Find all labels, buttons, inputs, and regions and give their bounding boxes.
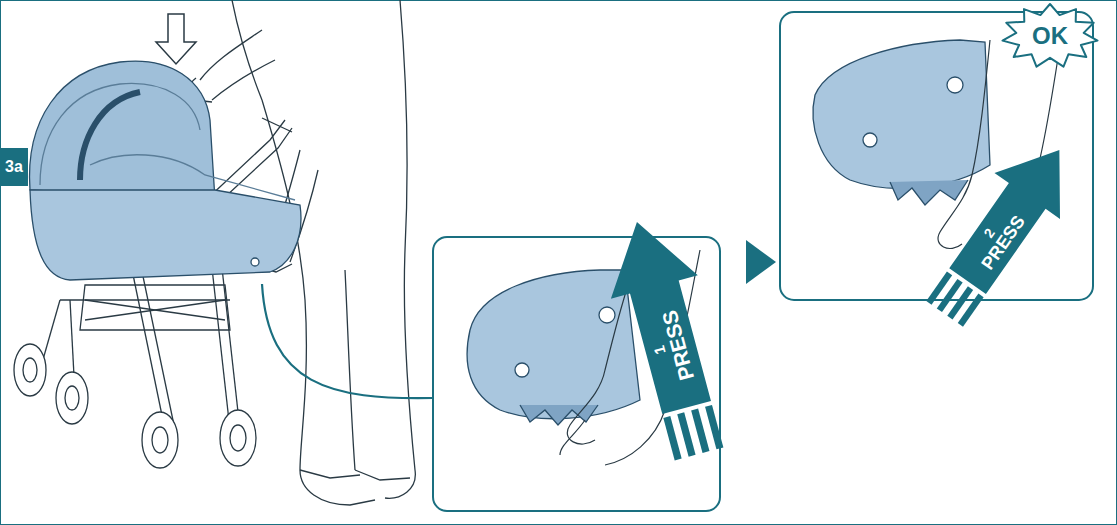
text-holder: OK: [1000, 2, 1100, 70]
leader-line: [262, 284, 433, 398]
stroller-wheels: [14, 344, 256, 468]
step-label: 3a: [5, 159, 23, 175]
step-triangle: [746, 240, 776, 284]
down-arrow: [156, 14, 196, 64]
text-holder: 1PRESS: [630, 280, 711, 414]
step-tab: 3a: [0, 148, 28, 186]
ok-starburst: OK: [1000, 2, 1100, 70]
inset-carrycot: [813, 40, 990, 205]
carrycot: [30, 61, 301, 280]
ok-label: OK: [1032, 24, 1068, 48]
text-holder: 3a: [0, 148, 28, 186]
press-label: PRESS: [978, 212, 1028, 273]
